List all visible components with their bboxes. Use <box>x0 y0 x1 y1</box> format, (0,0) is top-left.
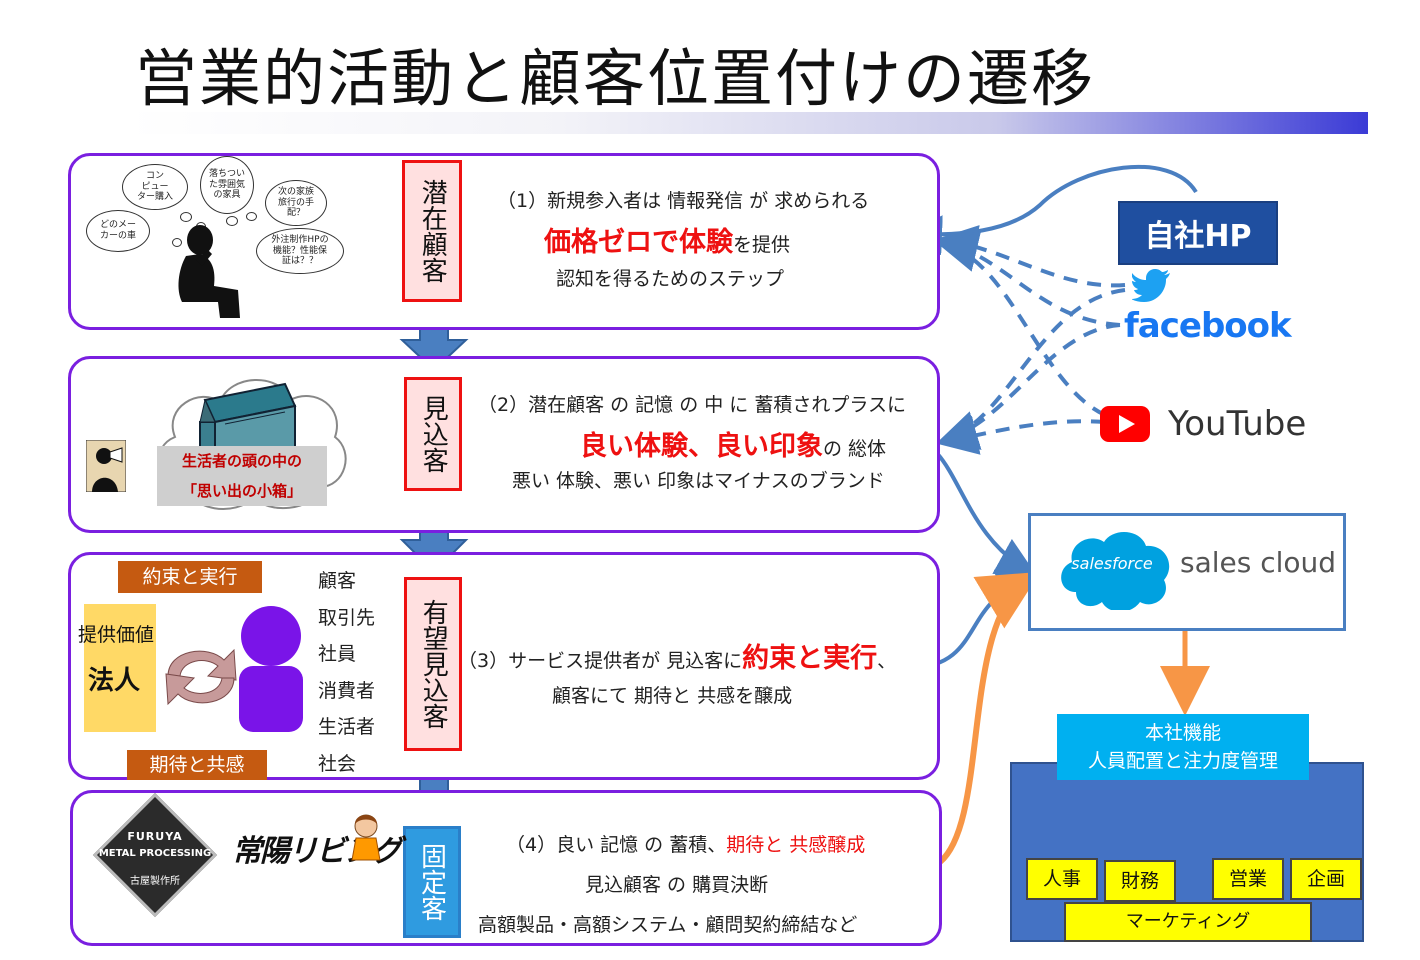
stage-2-line-1: （2）潜在顧客 の 記憶 の 中 に 蓄積されプラスに <box>478 394 906 416</box>
thought-dot <box>180 212 192 222</box>
thought-bubble-5: 外注制作HPの 機能？性能保 証は？？ <box>256 228 344 274</box>
salesforce-cloud-icon <box>1061 532 1170 610</box>
stage-label-loyal-customer: 固定客 <box>403 826 461 938</box>
hq-line-2: 人員配置と注力度管理 <box>1087 750 1278 772</box>
corporation-box <box>84 604 156 732</box>
page-title: 営業的活動と顧客位置付けの遷移 <box>135 42 1096 115</box>
thinker-figure-icon <box>178 225 240 318</box>
thought-dot <box>226 216 238 226</box>
audience-item: 取引先 <box>318 606 376 629</box>
dept-hr[interactable]: 人事 <box>1026 858 1098 900</box>
audience-list: 顧客 取引先 社員 消費者 生活者 社会 <box>318 563 398 782</box>
furuya-logo-line-1: FURUYA <box>127 830 183 843</box>
stage-2-line-2: 良い体験、良い印象の 総体 <box>580 424 886 463</box>
memory-box-caption-bg <box>157 446 327 506</box>
stage-1-line-1: （1）新規参入者は 情報発信 が 求められる <box>497 190 870 212</box>
stage-1-line-2: 価格ゼロで体験を提供 <box>544 220 790 259</box>
hq-function-box[interactable]: 本社機能 人員配置と注力度管理 <box>1057 714 1309 780</box>
thought-bubble-3: 次の家族 旅行の手 配？ <box>265 180 327 226</box>
stage-label-potential-customer: 潜在顧客 <box>402 160 462 302</box>
youtube-play-icon[interactable] <box>1100 406 1150 442</box>
promise-execution-tag: 約束と実行 <box>118 561 262 593</box>
facebook-logo[interactable]: facebook <box>1124 306 1292 346</box>
audience-item: 消費者 <box>318 679 376 702</box>
stage-3-highlight: 約束と実行 <box>742 643 878 674</box>
stage-1-line-3: 認知を得るためのステップ <box>556 268 785 290</box>
stage-4-line-1: （4）良い 記憶 の 蓄積、期待と 共感醸成 <box>506 830 865 857</box>
stage-4-line-1-prefix: （4）良い 記憶 の 蓄積、 <box>506 834 727 856</box>
furuya-logo-line-3: 古屋製作所 <box>130 876 180 887</box>
memory-box-caption-1: 生活者の頭の中の <box>181 452 302 470</box>
stage-3-line-2: 顧客にて 期待と 共感を醸成 <box>552 685 793 707</box>
furuya-logo: FURUYA METAL PROCESSING 古屋製作所 <box>92 792 218 918</box>
person-speaking-icon <box>86 440 126 492</box>
stage-label-promising-prospect: 有望見込客 <box>404 577 462 751</box>
company-hp-button[interactable]: 自社HP <box>1118 201 1278 265</box>
dept-planning[interactable]: 企画 <box>1290 858 1362 900</box>
audience-item: 社会 <box>318 752 357 775</box>
stage-1-highlight: 価格ゼロで体験 <box>544 227 733 258</box>
thought-dot <box>246 212 257 221</box>
sales-cloud-text: sales cloud <box>1180 546 1337 579</box>
dept-marketing[interactable]: マーケティング <box>1064 902 1312 942</box>
audience-item: 社員 <box>318 643 357 665</box>
thought-bubble-2: 落ちつい た雰囲気 の家具 <box>200 156 254 214</box>
memory-box-caption-2: 「思い出の小箱」 <box>181 482 302 500</box>
thought-bubble-4: どのメー カーの車 <box>86 210 150 252</box>
value-label: 提供価値 <box>78 624 155 646</box>
stage-4-line-3: 高額製品・高額システム・顧問契約締結など <box>478 914 858 936</box>
stage-1-highlight-suffix: を提供 <box>733 234 791 256</box>
stage-2-line-3: 悪い 体験、悪い 印象はマイナスのブランド <box>512 470 885 492</box>
mascot-girl-icon <box>351 814 381 861</box>
stage-label-prospect: 見込客 <box>404 377 462 491</box>
thought-bubble-1: コン ピュー ター購入 <box>122 164 188 210</box>
stage-2-highlight: 良い体験、良い印象 <box>580 431 823 462</box>
hq-line-1: 本社機能 <box>1144 722 1221 744</box>
salesforce-badge-text: salesforce <box>1071 554 1153 573</box>
stage-2-highlight-suffix: の 総体 <box>823 438 887 460</box>
twitter-icon[interactable] <box>1132 268 1172 302</box>
dept-sales[interactable]: 営業 <box>1212 858 1284 900</box>
audience-item: 生活者 <box>318 716 376 738</box>
stage-4-line-2: 見込顧客 の 購買決断 <box>585 874 769 896</box>
furuya-logo-line-2: METAL PROCESSING <box>98 848 212 859</box>
corporation-label: 法人 <box>88 666 141 696</box>
stage-panel-4 <box>70 790 942 946</box>
thought-dot <box>172 238 182 247</box>
title-underline <box>128 112 1368 134</box>
audience-item: 顧客 <box>318 570 357 592</box>
stage-3-line-1: （3）サービス提供者が 見込客に約束と実行、 <box>458 636 896 675</box>
stage-4-line-1-highlight: 期待と 共感醸成 <box>726 834 866 856</box>
youtube-logo-text[interactable]: YouTube <box>1168 404 1307 444</box>
expectation-empathy-tag: 期待と共感 <box>127 750 267 780</box>
person-silhouette-icon <box>239 606 303 732</box>
dept-finance[interactable]: 財務 <box>1104 860 1176 902</box>
cycle-arrows-icon <box>165 648 237 706</box>
stage-3-line-1-suffix: 、 <box>877 650 897 672</box>
stage-3-line-1-prefix: （3）サービス提供者が 見込客に <box>458 650 743 672</box>
